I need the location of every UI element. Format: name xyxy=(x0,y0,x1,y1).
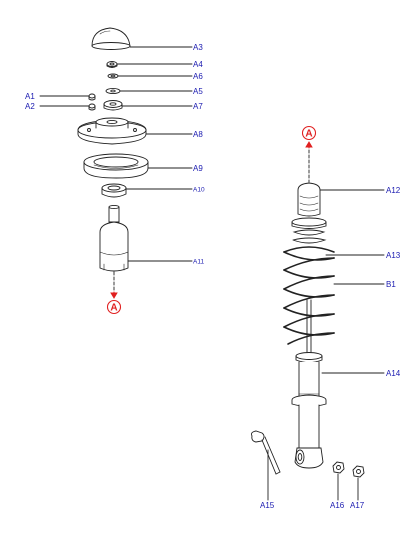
label-a1: A1 xyxy=(25,92,35,101)
bump-stop-part xyxy=(99,204,129,272)
label-a6: A6 xyxy=(193,72,203,81)
bushing-part xyxy=(103,100,123,111)
bolt-a1-part xyxy=(88,93,96,101)
label-a5: A5 xyxy=(193,87,203,96)
nut-a17-part xyxy=(352,465,365,478)
label-a9: A9 xyxy=(193,164,203,173)
label-a2: A2 xyxy=(25,102,35,111)
label-a8: A8 xyxy=(193,130,203,139)
dust-cap-part xyxy=(91,27,131,50)
label-a14: A14 xyxy=(386,369,401,378)
label-a16: A16 xyxy=(330,501,345,510)
coil-spring-part xyxy=(283,246,335,345)
shock-rod-part xyxy=(306,299,312,353)
reference-marker-top: A xyxy=(301,125,317,141)
washer-small-part xyxy=(107,73,119,79)
upper-seat-part xyxy=(291,217,327,244)
nut-part xyxy=(106,61,118,68)
reference-marker-bottom: A xyxy=(106,299,122,315)
svg-text:A: A xyxy=(305,129,312,140)
label-a15: A15 xyxy=(260,501,275,510)
bolt-a2-part xyxy=(88,103,96,111)
top-mount-part xyxy=(77,117,147,145)
svg-text:A: A xyxy=(110,303,117,314)
label-a12: A12 xyxy=(386,186,401,195)
bearing-part xyxy=(101,183,127,198)
shock-absorber-part xyxy=(291,352,327,469)
label-a4: A4 xyxy=(193,60,203,69)
label-a13: A13 xyxy=(386,251,401,260)
label-a3: A3 xyxy=(193,43,203,52)
label-a10: A10 xyxy=(193,187,205,194)
bump-stop-top-part xyxy=(297,182,321,217)
mounting-bolt-part xyxy=(251,430,281,475)
label-a7: A7 xyxy=(193,102,203,111)
label-a17: A17 xyxy=(350,501,365,510)
nut-a16-part xyxy=(332,461,345,474)
label-b1: B1 xyxy=(386,280,396,289)
label-a11: A11 xyxy=(193,259,204,266)
washer-part xyxy=(105,87,121,95)
spring-seat-part xyxy=(83,153,149,179)
